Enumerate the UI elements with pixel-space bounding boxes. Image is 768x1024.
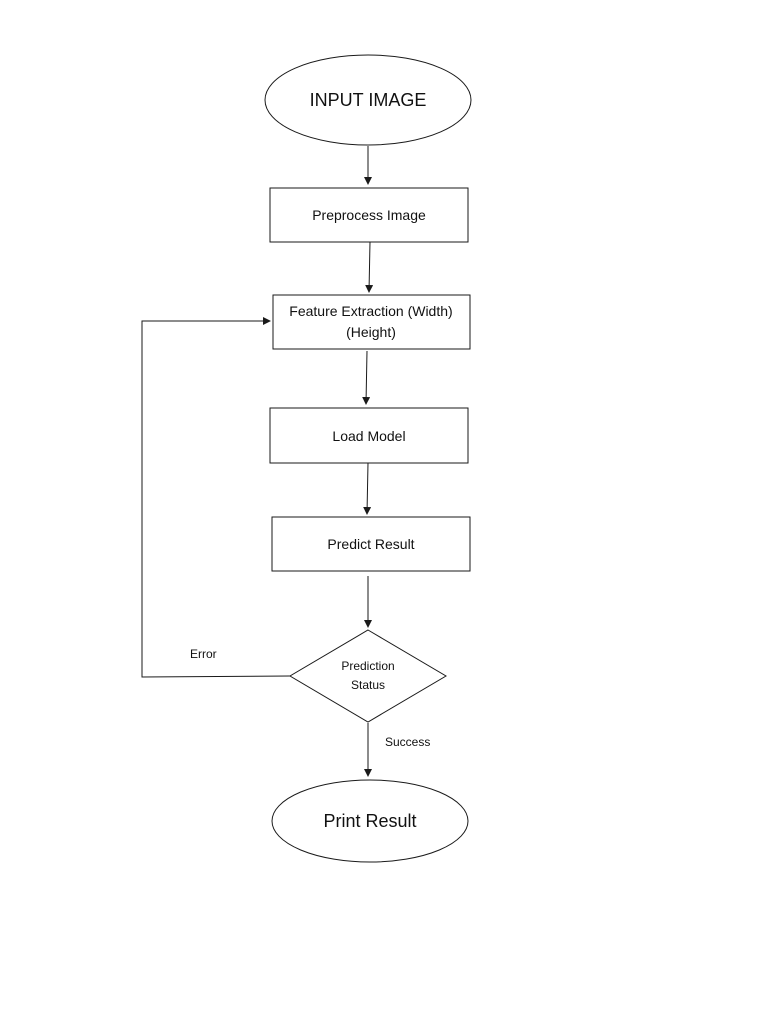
node-load-model: Load Model xyxy=(269,407,469,464)
decision-diamond xyxy=(289,629,447,723)
arrow-preprocess-to-feature xyxy=(365,241,374,293)
node-preprocess-image: Preprocess Image xyxy=(269,187,469,243)
node-label: INPUT IMAGE xyxy=(310,90,427,110)
edge-label-error: Error xyxy=(190,647,217,661)
terminator-ellipse xyxy=(264,54,472,146)
node-input-image: INPUT IMAGE xyxy=(264,54,472,146)
node-label-line-1: Feature Extraction (Width) xyxy=(289,303,452,319)
node-label-line-2: Status xyxy=(351,678,385,692)
process-box xyxy=(269,407,469,464)
arrow-load-model-to-predict xyxy=(363,462,372,515)
node-label: Print Result xyxy=(323,811,416,831)
node-prediction-status: Prediction Status xyxy=(289,629,447,723)
node-label: Preprocess Image xyxy=(312,207,426,223)
node-predict-result: Predict Result xyxy=(271,516,471,572)
terminator-ellipse xyxy=(271,779,469,863)
node-print-result: Print Result xyxy=(271,779,469,863)
process-box xyxy=(269,187,469,243)
arrow-error-loop xyxy=(141,317,291,678)
node-feature-extraction: Feature Extraction (Width) (Height) xyxy=(272,294,471,350)
edge-label-success: Success xyxy=(385,735,430,749)
node-label: Predict Result xyxy=(327,536,414,552)
process-box xyxy=(271,516,471,572)
arrow-feature-to-load-model xyxy=(362,350,371,405)
node-label-line-2: (Height) xyxy=(346,324,396,340)
node-label: Load Model xyxy=(332,428,405,444)
process-box xyxy=(272,294,471,350)
node-label-line-1: Prediction xyxy=(341,659,394,673)
